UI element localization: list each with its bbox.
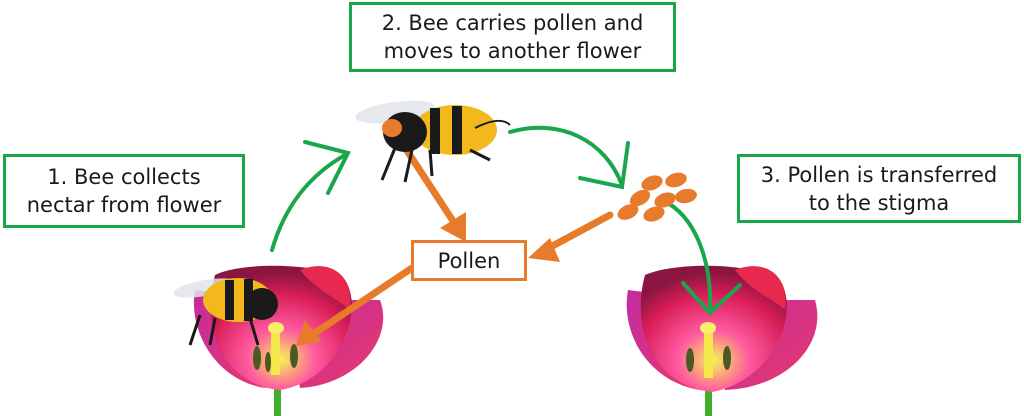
arrow-bee-to-pollen-head xyxy=(578,141,630,190)
orange-pollen-arrows xyxy=(296,136,614,346)
step-2-text: 2. Bee carries pollen and moves to anoth… xyxy=(381,11,644,63)
arrow-label-to-flower xyxy=(308,264,416,339)
step-1-label-box: 1. Bee collects nectar from flower xyxy=(3,154,245,228)
arrow-bee-to-pollen xyxy=(508,125,624,187)
left-flower-stamen xyxy=(265,352,271,372)
pollen-grains xyxy=(617,172,697,222)
pollen-grain xyxy=(643,206,665,222)
left-flower-petal xyxy=(300,266,351,310)
arrow-bee-to-pollen-label-head xyxy=(440,212,466,242)
pollen-label-box: Pollen xyxy=(411,240,527,281)
left-flower-stigma-tip xyxy=(268,322,284,334)
right-tulip-flower xyxy=(626,265,818,416)
left-flower-stamen xyxy=(290,344,298,368)
left-flower-stamen xyxy=(253,346,261,370)
right-flower-stamen xyxy=(723,346,731,370)
right-flower-stamen xyxy=(686,348,694,372)
bee-on-flower xyxy=(173,278,278,346)
left-flower-stem xyxy=(274,370,281,416)
pollen-grain xyxy=(654,192,676,208)
right-flower-petal xyxy=(735,266,786,310)
step-1-text: 1. Bee collects nectar from flower xyxy=(26,165,222,217)
right-flower-stigma xyxy=(704,330,713,378)
flying-bee xyxy=(355,100,511,183)
left-flower-stigma xyxy=(271,330,280,375)
bee-stripe xyxy=(452,106,462,154)
arrow-pollen-grains-to-label xyxy=(541,211,614,254)
bee-stripe xyxy=(225,280,234,320)
bee-stripe xyxy=(430,108,440,154)
step-3-text: 3. Pollen is transferred to the stigma xyxy=(760,162,998,215)
right-flower-stigma-tip xyxy=(700,322,716,334)
bee-head xyxy=(246,288,278,320)
green-flow-arrows xyxy=(270,125,742,316)
bee-legs xyxy=(188,314,260,346)
bee-antenna xyxy=(474,119,511,129)
arrow-bee-to-pollen-label xyxy=(396,136,459,228)
arrow-pollen-to-stigma-head xyxy=(681,281,742,316)
pollen-grain xyxy=(675,188,697,204)
pollen-grain xyxy=(641,175,663,191)
step-2-label-box: 2. Bee carries pollen and moves to anoth… xyxy=(349,2,676,72)
bee-pollen-sack xyxy=(382,119,402,137)
step-3-label-box: 3. Pollen is transferred to the stigma xyxy=(737,154,1021,223)
arrow-flower-to-bee xyxy=(270,153,347,252)
bee-legs xyxy=(380,147,491,183)
pollen-grain xyxy=(629,189,651,207)
right-flower-stem xyxy=(705,370,712,416)
arrow-pollen-to-stigma xyxy=(660,198,713,314)
arrow-flower-to-bee-head xyxy=(303,140,351,195)
arrow-label-to-flower-head xyxy=(296,320,322,346)
pollen-grain xyxy=(665,172,687,188)
arrow-pollen-grains-to-label-head xyxy=(528,238,560,262)
pollen-label: Pollen xyxy=(437,248,501,273)
pollen-grain xyxy=(617,204,639,220)
